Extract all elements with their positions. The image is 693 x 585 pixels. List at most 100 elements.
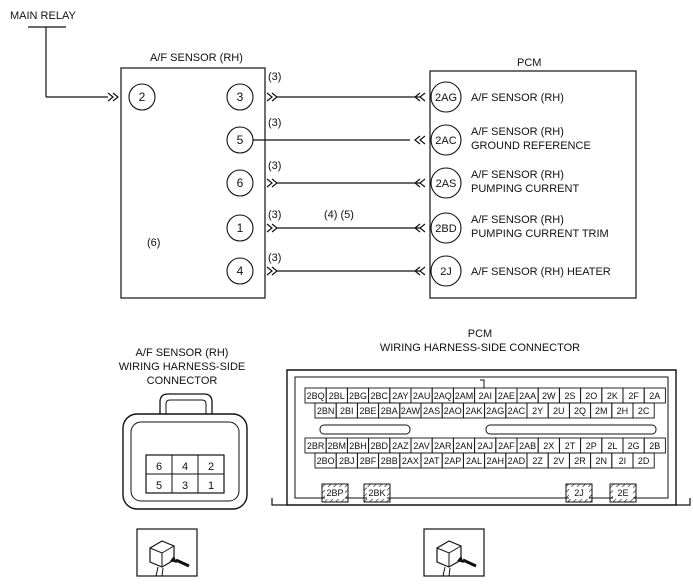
pcm-cavity-label: 2BH xyxy=(349,441,367,451)
pcm-cavity-label: 2H xyxy=(617,406,629,416)
pcm-cavity-label: 2G xyxy=(628,441,640,451)
pcm-special-label: 2E xyxy=(617,488,628,498)
pcm-cavity-label: 2AN xyxy=(455,441,473,451)
pcm-terminal-label: 2AC xyxy=(435,135,456,147)
pcm-cavity-label: 2I xyxy=(619,456,627,466)
sensor-cavity-label: 1 xyxy=(208,480,214,492)
pcm-cavity xyxy=(643,437,666,454)
wire-row: 6 (3) 2AS A/F SENSOR (RH) PUMPING CURREN… xyxy=(226,160,579,199)
pcm-cavity-label: 2AC xyxy=(508,406,526,416)
sensor-cavity-label: 3 xyxy=(182,480,188,492)
pcm-cavity-label: 2A xyxy=(649,391,660,401)
pcm-cavity-label: 2AE xyxy=(498,391,515,401)
pcm-cavity-label: 2AO xyxy=(444,406,462,416)
pcm-cavity xyxy=(643,387,666,404)
sensor-connector-cells: 6 4 2 5 3 1 xyxy=(156,461,214,492)
pcm-special-cavity: 2J xyxy=(565,483,593,503)
pcm-cavity-label: 2Y xyxy=(532,406,543,416)
pcm-terminal-desc: A/F SENSOR (RH) xyxy=(471,169,564,181)
pcm-cavity-label: 2N xyxy=(595,456,607,466)
sensor-cavity-label: 2 xyxy=(208,461,214,473)
pcm-title: PCM xyxy=(517,57,541,69)
pcm-cavity-label: 2M xyxy=(595,406,608,416)
pcm-terminal-circle xyxy=(430,124,462,156)
pcm-cavity-label: 2BR xyxy=(307,441,325,451)
sensor-pin-circle xyxy=(226,169,254,197)
wire-arrow-right xyxy=(414,135,426,145)
wire-arrow-right xyxy=(414,178,426,188)
pcm-cavity-label: 2S xyxy=(564,391,575,401)
wire-arrow-left xyxy=(266,266,278,276)
pcm-cavity-label: 2AG xyxy=(486,406,504,416)
pcm-cavity-label: 2AX xyxy=(402,456,419,466)
pcm-cavity-label: 2AV xyxy=(413,441,429,451)
pcm-cavity-label: 2Q xyxy=(574,406,586,416)
pcm-terminal-desc: A/F SENSOR (RH) xyxy=(471,92,564,104)
pcm-cavity-label: 2T xyxy=(565,441,576,451)
pcm-cavity-label: 2R xyxy=(574,456,586,466)
pcm-cavity-label: 2V xyxy=(553,456,564,466)
sensor-cavity-label: 6 xyxy=(156,461,162,473)
harness-side-view-icon xyxy=(423,528,485,577)
pcm-cavity-label: 2AU xyxy=(413,391,431,401)
main-relay-arrow xyxy=(107,92,119,102)
sensor-pin-circle xyxy=(128,83,156,111)
pcm-box xyxy=(429,70,637,299)
pcm-cavity-label: 2BB xyxy=(381,456,398,466)
wire-arrow-left xyxy=(266,178,278,188)
pcm-terminal-label: 2AG xyxy=(435,92,457,104)
pcm-cavity-label: 2BF xyxy=(360,456,377,466)
pcm-special-label: 2BP xyxy=(326,488,343,498)
pcm-cavity-label: 2BM xyxy=(328,441,347,451)
sensor-pin-label: 4 xyxy=(237,264,244,278)
sensor-connector-body xyxy=(122,393,248,510)
pcm-cavity xyxy=(632,402,655,419)
pcm-special-cavity: 2E xyxy=(609,483,637,503)
sensor-cavity-label: 4 xyxy=(182,461,188,473)
pcm-terminal-desc-2: PUMPING CURRENT xyxy=(471,183,579,195)
sensor-connector-title-3: CONNECTOR xyxy=(147,375,218,387)
pcm-cavity-label: 2AR xyxy=(434,441,452,451)
pcm-cavity-label: 2X xyxy=(543,441,554,451)
pcm-cavity-label: 2AK xyxy=(465,406,482,416)
pcm-special-label: 2BK xyxy=(368,488,385,498)
wire-arrow-left xyxy=(266,223,278,233)
pcm-terminal-desc: A/F SENSOR (RH) xyxy=(471,214,564,226)
pcm-cavity-label: 2AD xyxy=(508,456,526,466)
pcm-cavity-label: 2L xyxy=(607,441,617,451)
wire-note: (3) xyxy=(268,160,281,172)
pcm-cavity-label: 2BC xyxy=(370,391,388,401)
pcm-cavity-label: 2AS xyxy=(423,406,440,416)
pcm-terminal-desc-2: PUMPING CURRENT TRIM xyxy=(471,228,609,240)
sensor-connector-title-2: WIRING HARNESS-SIDE xyxy=(119,361,246,373)
pcm-cavity-label: 2Z xyxy=(532,456,543,466)
wire-note-2: (4) (5) xyxy=(324,209,354,221)
pcm-cavity-label: 2BI xyxy=(340,406,354,416)
sensor-pin-circle xyxy=(226,257,254,285)
pcm-cavity-label: 2AA xyxy=(519,391,536,401)
pcm-terminal-label: 2J xyxy=(440,266,452,278)
sensor-cavity-label: 5 xyxy=(156,480,162,492)
sensor-title: A/F SENSOR (RH) xyxy=(150,52,243,64)
pcm-terminal-circle xyxy=(430,81,462,113)
harness-side-view-icon xyxy=(136,528,198,577)
wire-row: 4 (3) 2J A/F SENSOR (RH) HEATER xyxy=(226,252,611,287)
pcm-terminal-label: 2AS xyxy=(436,178,457,190)
pcm-cavity-label: 2U xyxy=(553,406,565,416)
pcm-connector-body xyxy=(271,369,691,506)
pcm-connector-title-2: WIRING HARNESS-SIDE CONNECTOR xyxy=(380,342,580,354)
wire-row: 1 (3) (4) (5) 2BD A/F SENSOR (RH) PUMPIN… xyxy=(226,209,609,244)
pcm-special-cavity: 2BK xyxy=(363,483,391,503)
pcm-cavity-label: 2K xyxy=(607,391,618,401)
pcm-cavity-label: 2B xyxy=(649,441,660,451)
pcm-cavity-label: 2AL xyxy=(466,456,482,466)
sensor-pin-label: 6 xyxy=(237,176,244,190)
sensor-box xyxy=(120,67,266,299)
pcm-cavity-label: 2P xyxy=(586,441,597,451)
pcm-cavity-label: 2BG xyxy=(349,391,367,401)
pcm-cavity-label: 2BJ xyxy=(339,456,355,466)
sensor-pin-circle xyxy=(226,83,254,111)
wire-arrow-right xyxy=(414,266,426,276)
pcm-cavity-label: 2BE xyxy=(359,406,376,416)
pcm-cavity-label: 2AJ xyxy=(477,441,493,451)
